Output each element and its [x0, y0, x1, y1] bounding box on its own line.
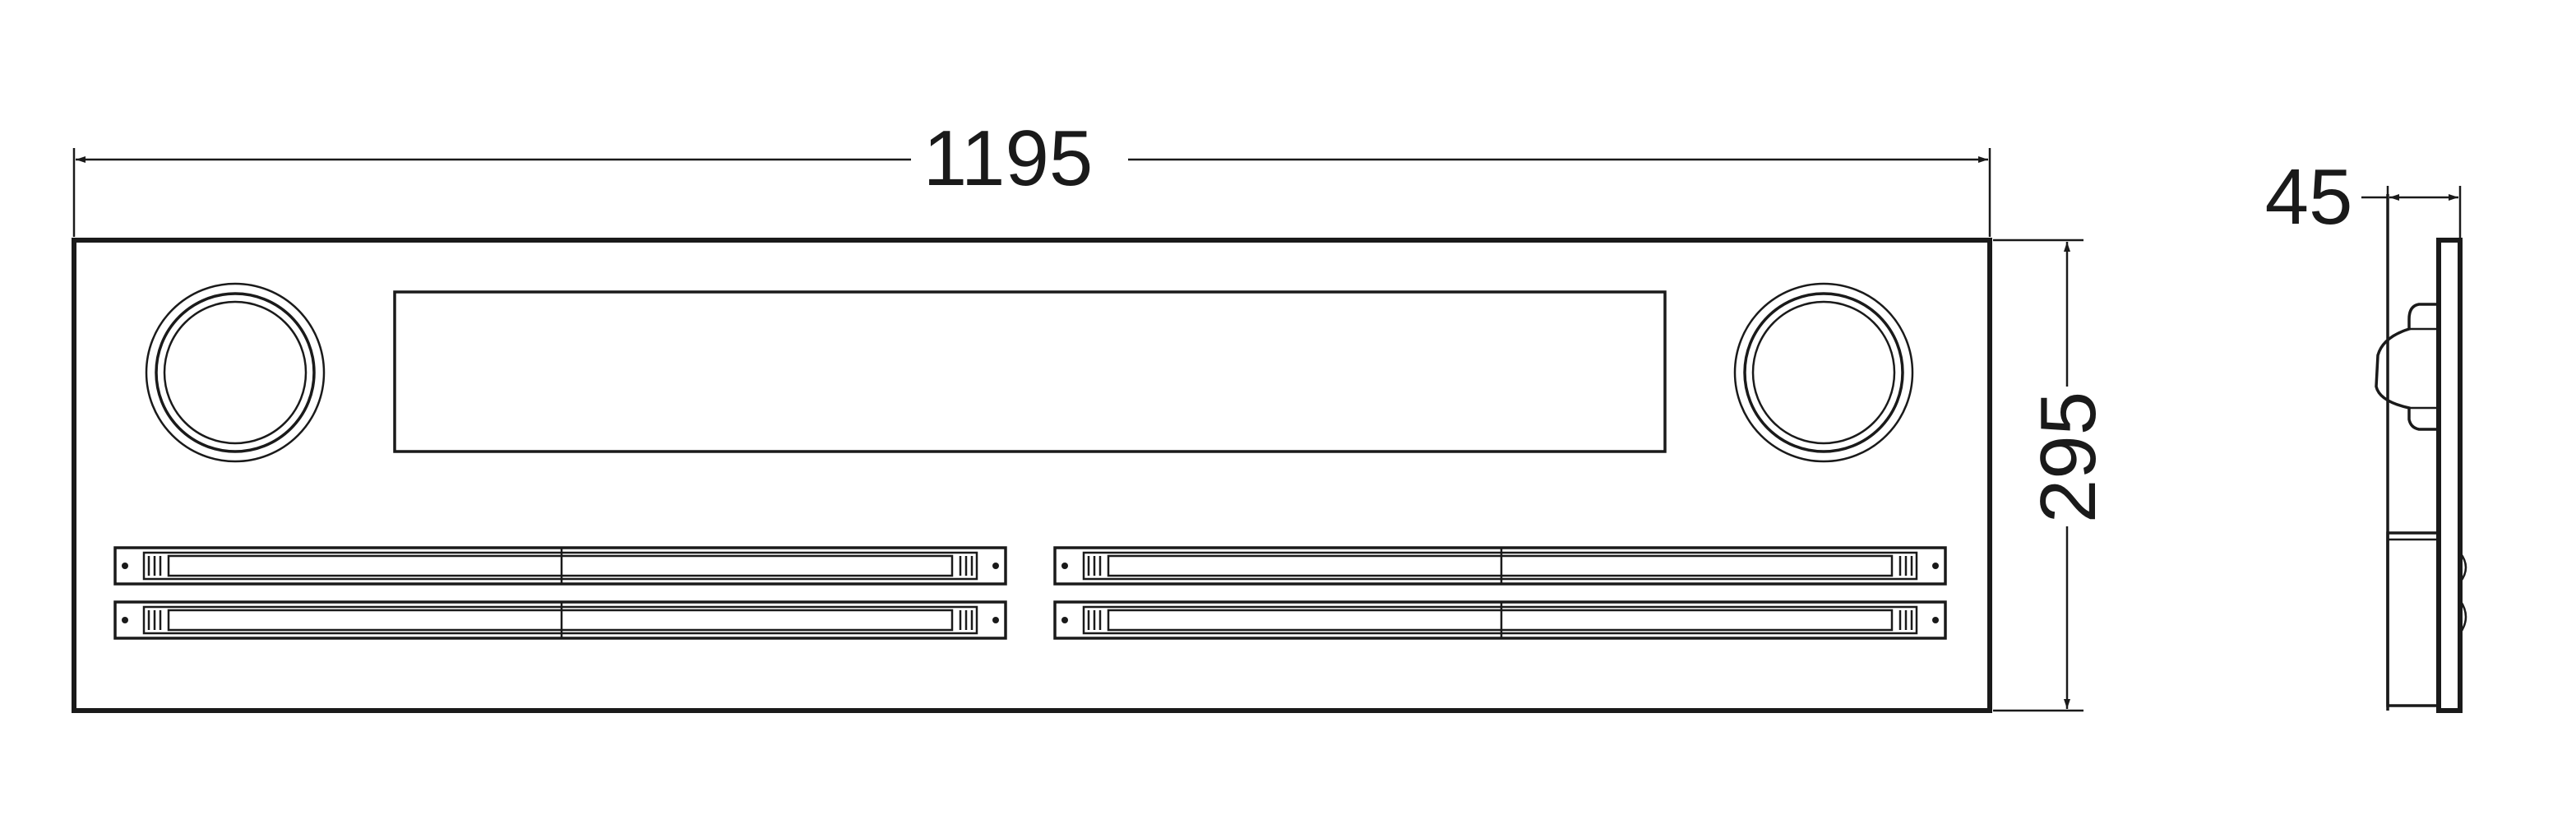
- speaker-right: [1733, 282, 1914, 463]
- width-dimension-label: 1195: [923, 114, 1093, 202]
- front-view: [72, 238, 1992, 713]
- tube-lamp-bottom-left: [113, 600, 1007, 640]
- display-window: [393, 290, 1667, 453]
- panel-outline: [72, 238, 1992, 713]
- speaker-left: [145, 282, 326, 463]
- tube-lamp-top-right: [1053, 546, 1947, 586]
- height-dimension-label: 295: [2024, 391, 2112, 523]
- depth-dimension: 45: [2265, 153, 2462, 241]
- side-view: [2375, 194, 2467, 713]
- depth-dimension-label: 45: [2265, 153, 2353, 241]
- height-dimension: 295: [1993, 239, 2112, 712]
- width-dimension: 1195: [72, 114, 1991, 237]
- tube-lamp-bottom-right: [1053, 600, 1947, 640]
- tube-lamp-top-left: [113, 546, 1007, 586]
